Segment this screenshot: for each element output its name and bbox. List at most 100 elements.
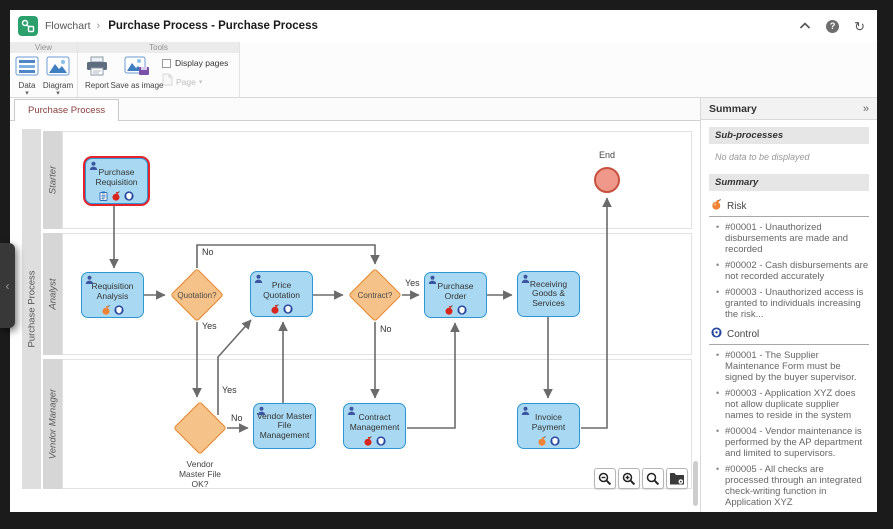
display-pages-checkbox[interactable] xyxy=(162,58,171,68)
collapse-ribbon-icon[interactable] xyxy=(799,22,811,30)
risk-icon xyxy=(537,436,547,446)
empty-state-text: No data to be displayed xyxy=(715,152,810,162)
node-contract-management[interactable]: Contract Management xyxy=(343,403,406,449)
person-icon xyxy=(254,274,263,283)
folder-options-button[interactable] xyxy=(666,468,688,489)
pool-label: Purchase Process xyxy=(26,270,37,348)
display-pages-label: Display pages xyxy=(175,58,229,68)
risk-list: #00001 - Unauthorized disbursements are … xyxy=(709,222,869,320)
ribbon-group-tools: Tools Report Save as image xyxy=(78,42,240,97)
edge-label-yes: Yes xyxy=(201,321,218,331)
edge-label-yes: Yes xyxy=(221,385,238,395)
person-icon xyxy=(347,406,356,415)
control-icon xyxy=(550,436,560,446)
ribbon-group-view: View Data ▾ Diagram ▾ xyxy=(10,42,78,97)
decision-quotation[interactable]: Quotation? xyxy=(170,268,224,322)
risk-list-item: #00003 - Unauthorized access is granted … xyxy=(715,287,869,320)
person-icon xyxy=(428,275,437,284)
node-invoice-payment[interactable]: Invoice Payment xyxy=(517,403,580,449)
tab-strip: Purchase Process xyxy=(10,98,700,121)
app-logo-icon xyxy=(18,16,38,36)
lane-label: Analyst xyxy=(47,278,58,310)
section-sub-processes: Sub-processes xyxy=(709,127,869,144)
dropdown-caret-icon: ▾ xyxy=(56,89,60,97)
control-icon xyxy=(114,305,124,315)
printer-icon xyxy=(85,56,109,81)
lane-header-vendor-manager[interactable]: Vendor Manager xyxy=(43,359,62,489)
lane-header-starter[interactable]: Starter xyxy=(43,131,62,229)
ribbon-group-tools-label: Tools xyxy=(78,42,239,53)
data-button[interactable]: Data ▾ xyxy=(14,56,40,97)
control-list: #00001 - The Supplier Maintenance Form m… xyxy=(709,350,869,512)
dropdown-caret-icon: ▾ xyxy=(198,79,203,86)
control-group-header: Control xyxy=(709,325,869,345)
risk-icon xyxy=(111,191,121,201)
decision-vendor-master-file-ok[interactable] xyxy=(173,401,227,455)
collapse-panel-icon[interactable]: » xyxy=(862,102,869,115)
node-purchase-order[interactable]: Purchase Order xyxy=(424,272,487,318)
end-event-label: End xyxy=(598,150,615,160)
zoom-reset-button[interactable] xyxy=(642,468,664,489)
zoom-out-button[interactable] xyxy=(594,468,616,489)
expand-left-panel-handle[interactable]: ‹ xyxy=(0,243,15,328)
end-event[interactable] xyxy=(594,167,620,193)
risk-icon xyxy=(444,305,454,315)
help-icon[interactable]: ? xyxy=(826,19,840,33)
risk-icon xyxy=(101,305,111,315)
breadcrumb-app-name[interactable]: Flowchart xyxy=(45,20,91,32)
control-list-item: #00005 - All checks are processed throug… xyxy=(715,464,869,508)
risk-group-label: Risk xyxy=(727,200,747,212)
canvas-zoom-controls xyxy=(594,468,688,489)
control-icon xyxy=(124,191,134,201)
report-button[interactable]: Report xyxy=(82,56,112,91)
canvas-scrollbar[interactable] xyxy=(693,461,698,506)
lane-label: Vendor Manager xyxy=(47,388,58,460)
edge-label-yes: Yes xyxy=(404,278,421,288)
diagram-button[interactable]: Diagram ▾ xyxy=(43,56,73,97)
control-icon xyxy=(283,304,293,314)
decision-contract[interactable]: Contract? xyxy=(348,268,402,322)
decision-caption: Vendor Master File OK? xyxy=(178,459,222,489)
page-icon xyxy=(162,73,173,91)
control-group-label: Control xyxy=(727,328,760,340)
person-icon xyxy=(89,161,98,170)
person-icon xyxy=(85,275,94,284)
node-requisition-analysis[interactable]: Requisition Analysis xyxy=(81,272,144,318)
risk-group-header: Risk xyxy=(709,197,869,217)
document-icon xyxy=(99,191,108,201)
save-as-image-button[interactable]: Save as image xyxy=(111,56,163,91)
person-icon xyxy=(257,406,266,415)
pool-header[interactable]: Purchase Process xyxy=(22,129,41,489)
breadcrumb-separator: › xyxy=(96,20,101,32)
diagram-canvas[interactable]: Purchase Process Starter Analyst Vendor … xyxy=(10,121,700,512)
person-icon xyxy=(521,406,530,415)
node-price-quotation[interactable]: Price Quotation xyxy=(250,271,313,317)
refresh-icon[interactable]: ↻ xyxy=(854,18,865,34)
diagram-icon xyxy=(46,56,70,81)
risk-icon xyxy=(270,304,280,314)
risk-list-item: #00001 - Unauthorized disbursements are … xyxy=(715,222,869,255)
summary-sidebar: Summary » Sub-processes No data to be di… xyxy=(700,98,877,512)
node-vendor-master-file-management[interactable]: Vendor Master File Management xyxy=(253,403,316,449)
node-purchase-requisition[interactable]: Purchase Requisition xyxy=(85,158,148,204)
node-receiving-goods-services[interactable]: Receiving Goods & Services xyxy=(517,271,580,317)
dropdown-caret-icon: ▾ xyxy=(25,89,29,97)
lane-header-analyst[interactable]: Analyst xyxy=(43,233,62,355)
sidebar-header: Summary » xyxy=(701,98,877,120)
tab-purchase-process[interactable]: Purchase Process xyxy=(14,99,120,121)
risk-list-item: #00002 - Cash disbursements are not reco… xyxy=(715,260,869,282)
control-list-item: #00001 - The Supplier Maintenance Form m… xyxy=(715,350,869,383)
person-icon xyxy=(521,274,530,283)
app-window: Flowchart › Purchase Process - Purchase … xyxy=(10,10,877,512)
control-icon xyxy=(457,305,467,315)
sidebar-title: Summary xyxy=(709,102,757,115)
data-icon xyxy=(15,56,39,81)
control-icon xyxy=(711,327,722,341)
ribbon-group-view-label: View xyxy=(10,42,77,53)
page-dropdown: Page ▾ xyxy=(162,73,228,91)
zoom-in-button[interactable] xyxy=(618,468,640,489)
lane-label: Starter xyxy=(47,165,58,195)
risk-icon xyxy=(711,199,722,213)
page-title: Purchase Process - Purchase Process xyxy=(108,20,318,32)
